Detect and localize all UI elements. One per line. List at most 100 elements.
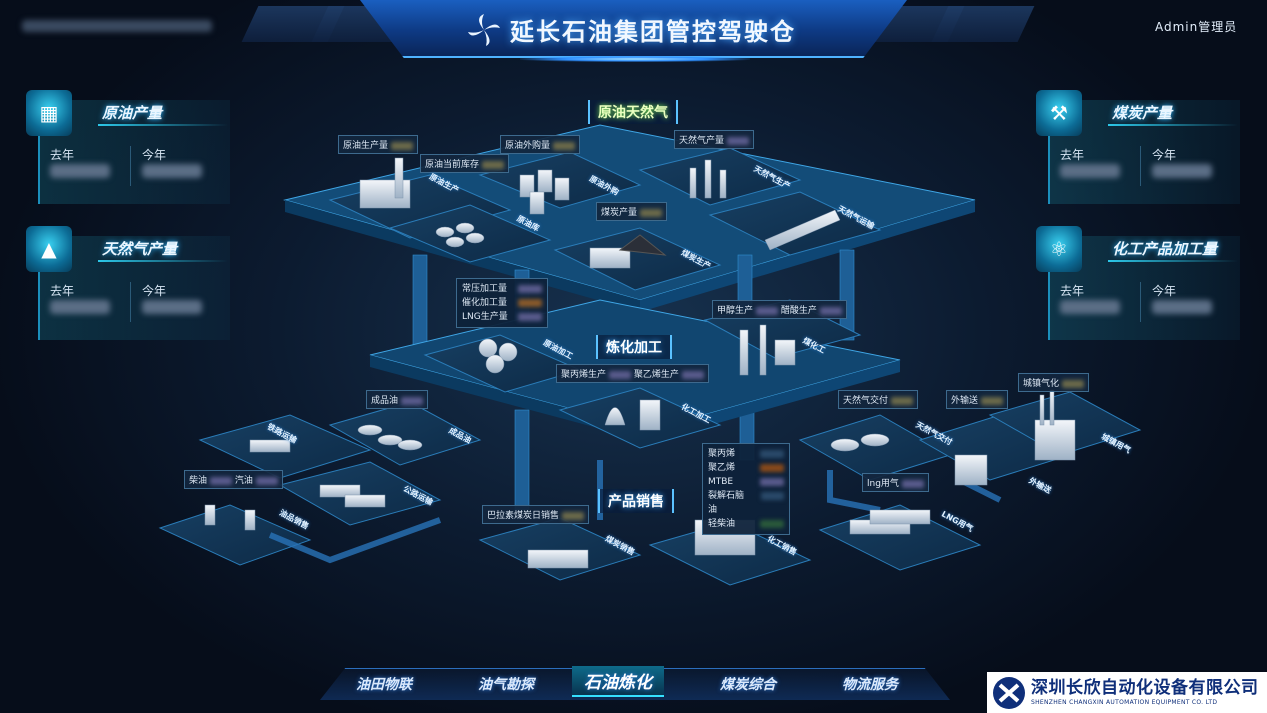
tip-chem-products[interactable]: 聚丙烯 聚乙烯 MTBE 裂解石脑油 轻柴油 [702,443,790,535]
tip-value [1062,379,1085,388]
tip-value [981,396,1004,405]
tip-value [255,476,278,485]
tip-bala-coal-sales[interactable]: 巴拉素煤炭日销售 [482,505,590,524]
this-year-label: 今年 [1152,148,1177,162]
tip-value [391,141,414,150]
nav-item-logistics[interactable]: 物流服务 [842,677,898,693]
tip-diesel-gasoline[interactable]: 柴油 汽油 [184,470,283,489]
tip-value [482,160,505,169]
this-year-label: 今年 [1152,284,1177,298]
watermark-company-en: SHENZHEN CHANGXIN AUTOMATION EQUIPMENT C… [1031,698,1218,706]
tip-label: 成品油 [371,396,399,406]
tip-label: 裂解石脑油 [708,491,745,515]
tip-gas-production[interactable]: 天然气产量 [674,130,755,149]
section-sales[interactable]: 产品销售 [598,489,674,513]
nav-item-coal[interactable]: 煤炭综合 [720,677,776,693]
section-refining[interactable]: 炼化加工 [596,335,672,359]
user-account[interactable]: Admin管理员 [1155,20,1238,34]
tip-value [756,306,779,315]
tip-label: 外输送 [951,396,979,406]
panel-title: 原油产量 [102,104,163,122]
tip-label: 聚丙烯 [708,449,736,459]
tip-value [819,306,842,315]
nav-item-exploration[interactable]: 油气勘探 [478,677,534,693]
last-year-value [1060,300,1120,314]
tip-crude-purchase[interactable]: 原油外购量 [500,135,581,154]
tip-value [727,136,750,145]
tip-methanol-acetic[interactable]: 甲醇生产 醋酸生产 [712,300,847,319]
tip-value [562,511,585,520]
coal-pile [618,234,667,256]
tip-label: lng用气 [867,479,899,489]
last-year-label: 去年 [1060,284,1085,298]
panel-title: 天然气产量 [102,240,178,258]
tip-refining-volumes[interactable]: 常压加工量 催化加工量 LNG生产量 [456,278,548,328]
changxin-logo-icon [993,676,1025,709]
tip-label: 聚乙烯生产 [633,370,679,380]
coal-panel[interactable]: ⚒ 煤炭产量 去年 今年 [1036,90,1240,204]
tip-value [891,396,914,405]
last-year-value [50,164,110,178]
tip-label: 天然气产量 [679,136,725,146]
nav-item-oilfield-iot[interactable]: 油田物联 [356,677,412,693]
divider [1140,146,1141,186]
tip-export[interactable]: 外输送 [946,390,1009,409]
this-year-value [1152,164,1212,178]
company-logo-icon [468,14,500,46]
tip-pp-pe[interactable]: 聚丙烯生产 聚乙烯生产 [556,364,709,383]
tip-lng-use[interactable]: lng用气 [862,473,929,492]
last-year-label: 去年 [50,284,75,298]
divider [130,282,131,322]
tip-crude-stock[interactable]: 原油当前库存 [420,154,510,173]
panel-underline [98,124,228,126]
header-decor [931,6,1035,42]
pickaxe-icon: ⚒ [1036,90,1082,136]
tip-label: 城镇气化 [1023,379,1060,389]
this-year-label: 今年 [142,284,167,298]
panel-title: 煤炭产量 [1112,104,1173,122]
watermark-company-cn: 深圳长欣自动化设备有限公司 [1031,677,1259,698]
tip-label: 常压加工量 [462,284,508,294]
divider [130,146,131,186]
tip-label: 煤炭产量 [601,208,638,218]
nav-item-refining[interactable]: 石油炼化 [572,666,664,697]
page-title: 延长石油集团管控驾驶仓 [510,18,796,46]
tip-label: 天然气交付 [843,396,889,406]
tip-label: LNG生产量 [462,312,508,322]
tip-label: 催化加工量 [462,298,508,308]
panel-underline [1108,260,1238,262]
flask-icon: ⚛ [1036,226,1082,272]
tip-label: 巴拉素煤炭日销售 [487,511,560,521]
header: 延长石油集团管控驾驶仓 Admin管理员 [0,0,1267,72]
tip-crude-production[interactable]: 原油生产量 [338,135,419,154]
panel-underline [98,260,228,262]
tip-value [760,464,784,472]
tip-value [640,208,663,217]
natural-gas-panel[interactable]: ▲ 天然气产量 去年 今年 [26,226,230,340]
tip-label: MTBE [708,477,734,487]
tip-product-oil[interactable]: 成品油 [366,390,429,409]
this-year-value [142,164,202,178]
tip-town-gas[interactable]: 城镇气化 [1018,373,1090,392]
tip-value [760,520,784,528]
tip-label: 原油生产量 [343,141,389,151]
tip-coal-production[interactable]: 煤炭产量 [596,202,668,221]
last-year-label: 去年 [1060,148,1085,162]
crude-oil-panel[interactable]: ▦ 原油产量 去年 今年 [26,90,230,204]
panel-underline [1108,124,1238,126]
tip-value [760,450,784,458]
oil-barrel-icon: ▦ [26,90,72,136]
tip-value [517,313,542,321]
tip-label: 聚丙烯生产 [561,370,607,380]
tip-label: 甲醇生产 [717,306,754,316]
tip-gas-delivery[interactable]: 天然气交付 [838,390,919,409]
facilities [204,157,1076,569]
watermark: 深圳长欣自动化设备有限公司 SHENZHEN CHANGXIN AUTOMATI… [987,672,1267,713]
chemical-panel[interactable]: ⚛ 化工产品加工量 去年 今年 [1036,226,1240,340]
this-year-label: 今年 [142,148,167,162]
tip-value [681,370,704,379]
flame-icon: ▲ [26,226,72,272]
tip-value [517,285,542,293]
divider [1140,282,1141,322]
section-upstream[interactable]: 原油天然气 [588,100,678,124]
